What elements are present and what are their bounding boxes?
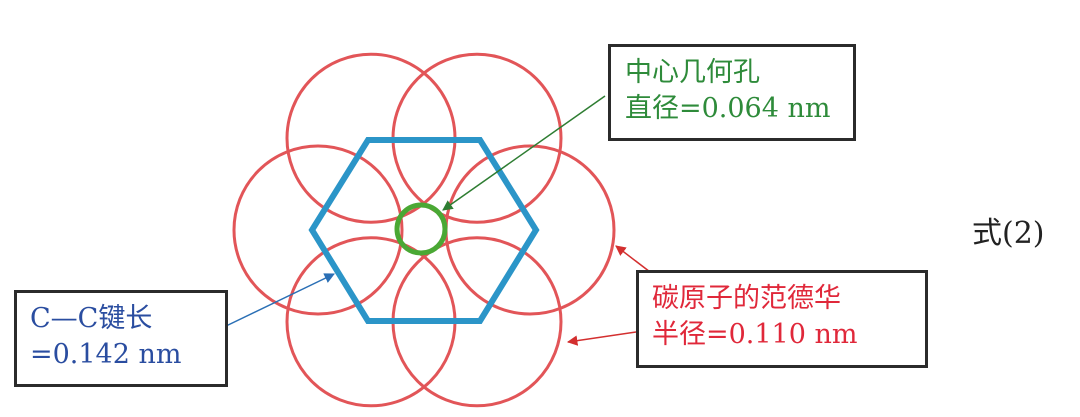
center-hole-label-title: 中心几何孔 [625,57,760,88]
vdw-radius-label-value: 半径=0.110 nm [652,319,858,350]
carbon-atom-circle [232,144,404,316]
vdw-radius-label-title: 碳原子的范德华 [652,283,841,314]
center-hole-pointer-arrow [442,95,606,211]
center-hole-circle [394,202,448,256]
bond-length-label-title: C—C键长 [30,303,153,334]
formula-number-label: 式(2) [972,216,1045,251]
bond-length-label-value: =0.142 nm [30,339,182,370]
carbon-atoms [232,52,616,408]
carbon-atom-circle [444,144,616,316]
bond-length-label-box: C—C键长 =0.142 nm [14,290,228,387]
center-hole-label-box: 中心几何孔 直径=0.064 nm [608,44,856,141]
vdw-radius-label-box: 碳原子的范德华 半径=0.110 nm [636,270,928,368]
vdw-radius-pointer-arrow-lower [566,331,637,346]
center-hole-label-diameter: 直径=0.064 nm [625,93,831,124]
bond-length-pointer-arrow [223,273,335,328]
benzene-ring-hexagon [308,137,540,324]
